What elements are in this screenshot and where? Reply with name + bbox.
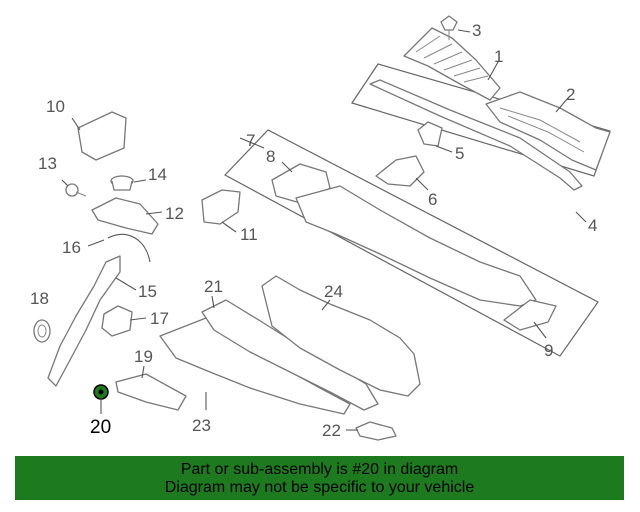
callout-10: 10 xyxy=(46,97,65,116)
part-3-clip xyxy=(440,15,458,40)
callout-17: 17 xyxy=(150,309,169,328)
callout-20: 20 xyxy=(90,417,111,438)
callout-4: 4 xyxy=(588,216,597,235)
part-6-bracket xyxy=(375,155,425,187)
callout-7: 7 xyxy=(246,131,255,150)
banner-line-2: Diagram may not be specific to your vehi… xyxy=(164,479,475,496)
callout-12: 12 xyxy=(165,204,184,223)
info-banner: Part or sub-assembly is #20 in diagram D… xyxy=(15,456,624,500)
part-4-seal xyxy=(369,79,583,191)
part-16-cable xyxy=(107,233,151,263)
part-10-bracket xyxy=(77,111,127,161)
part-9-bracket xyxy=(503,299,557,331)
upper-group-outline xyxy=(351,63,611,177)
callout-9: 9 xyxy=(544,341,553,360)
banner-line-1: Part or sub-assembly is #20 in diagram xyxy=(180,461,459,478)
part-19-pad xyxy=(115,373,187,411)
callout-1: 1 xyxy=(494,47,503,66)
leader-lines xyxy=(61,29,587,431)
part-13-bolt xyxy=(65,183,87,197)
middle-group-outline xyxy=(224,129,599,357)
part-14-plug xyxy=(110,175,134,191)
callout-24: 24 xyxy=(324,282,343,301)
part-22-piece xyxy=(355,421,397,441)
callout-21: 21 xyxy=(204,277,223,296)
callout-19: 19 xyxy=(134,347,153,366)
parts-diagram: 1 2 3 4 5 6 7 8 9 10 11 12 13 14 15 16 1… xyxy=(30,15,611,441)
callout-14: 14 xyxy=(148,165,167,184)
part-1-cowl-grille xyxy=(403,27,501,101)
callout-8: 8 xyxy=(266,147,275,166)
part-17-bracket xyxy=(101,305,133,337)
callout-18: 18 xyxy=(30,289,49,308)
part-11-bracket xyxy=(201,189,241,225)
callout-23: 23 xyxy=(192,416,211,435)
part-20-clip xyxy=(93,384,109,400)
part-12-bracket xyxy=(91,197,159,235)
part-5-bracket xyxy=(417,121,443,147)
callout-2: 2 xyxy=(566,85,575,104)
part-18-grommet xyxy=(33,319,51,343)
callout-3: 3 xyxy=(472,21,481,40)
callout-6: 6 xyxy=(428,190,437,209)
part-24-insulator xyxy=(261,275,421,397)
callout-5: 5 xyxy=(455,144,464,163)
part-21-insulator xyxy=(201,299,379,411)
callout-13: 13 xyxy=(38,154,57,173)
part-2-cowl-panel xyxy=(485,91,611,171)
part-15-strip xyxy=(47,255,121,387)
callout-15: 15 xyxy=(138,282,157,301)
callout-22: 22 xyxy=(322,421,341,440)
callout-11: 11 xyxy=(240,225,258,244)
callout-16: 16 xyxy=(62,238,81,257)
